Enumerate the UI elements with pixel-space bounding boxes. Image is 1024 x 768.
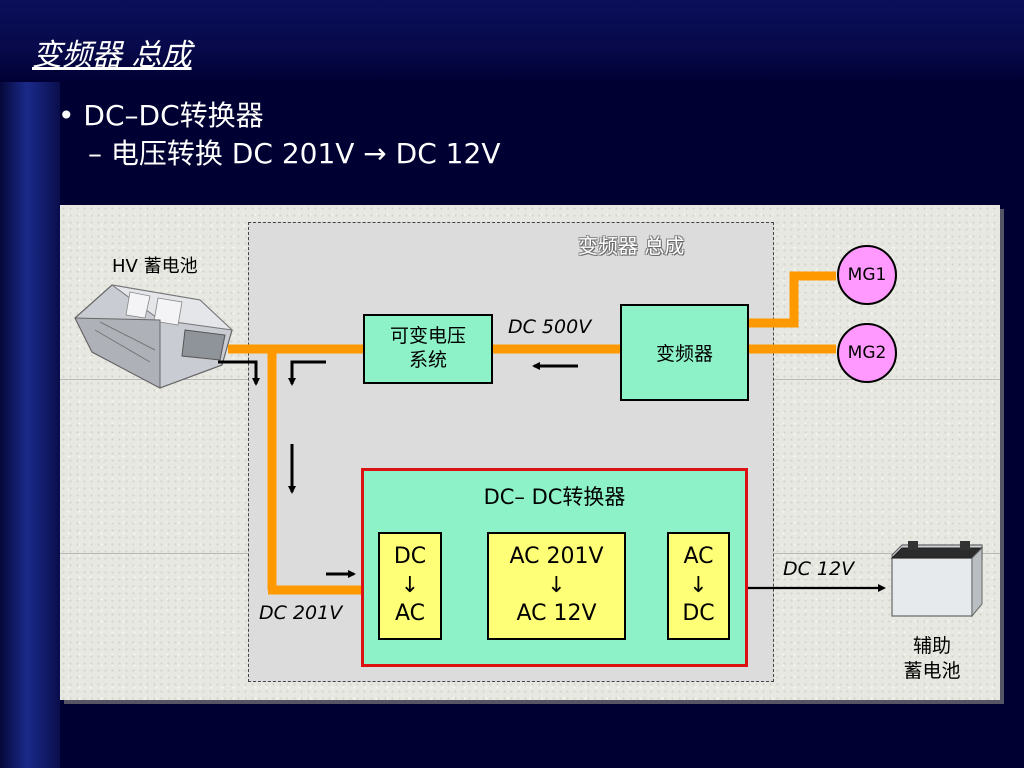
power-lines — [228, 271, 836, 595]
dc-to-ac-stage: DC ↓ AC — [378, 532, 442, 640]
dcdc-converter-title: DC– DC转换器 — [483, 485, 626, 509]
background-top-band — [0, 0, 1024, 82]
boost-converter-box: 可变电压 系统 — [363, 314, 493, 384]
hv-battery-label: HV 蓄电池 — [112, 256, 198, 277]
panel-divider-right-lower — [772, 553, 1000, 554]
dc500-label: DC 500V — [508, 316, 592, 338]
inverter-box: 变频器 — [620, 304, 749, 401]
flow-arrows — [218, 360, 578, 578]
slide-title: 变频器 总成 — [32, 38, 192, 73]
transformer-stage: AC 201V ↓ AC 12V — [487, 532, 626, 640]
mg1-motor: MG1 — [837, 245, 897, 305]
hv-battery-icon — [74, 284, 234, 389]
ac-to-dc-stage: AC ↓ DC — [667, 532, 730, 640]
dc201-label: DC 201V — [259, 602, 343, 624]
aux-battery-icon — [890, 541, 984, 618]
inverter-assembly-label: 变频器 总成 — [578, 234, 685, 258]
mg2-motor: MG2 — [837, 323, 897, 383]
panel-divider-right — [772, 379, 1000, 380]
dc12-label: DC 12V — [783, 558, 855, 580]
aux-battery-label: 辅助 蓄电池 — [903, 635, 961, 682]
bullet-dcdc: • DC–DC转换器 — [58, 99, 264, 132]
background-left-bar — [0, 0, 60, 768]
panel-divider-left-lower — [60, 553, 250, 554]
bullet-voltage-conversion: – 电压转换 DC 201V → DC 12V — [88, 137, 501, 170]
